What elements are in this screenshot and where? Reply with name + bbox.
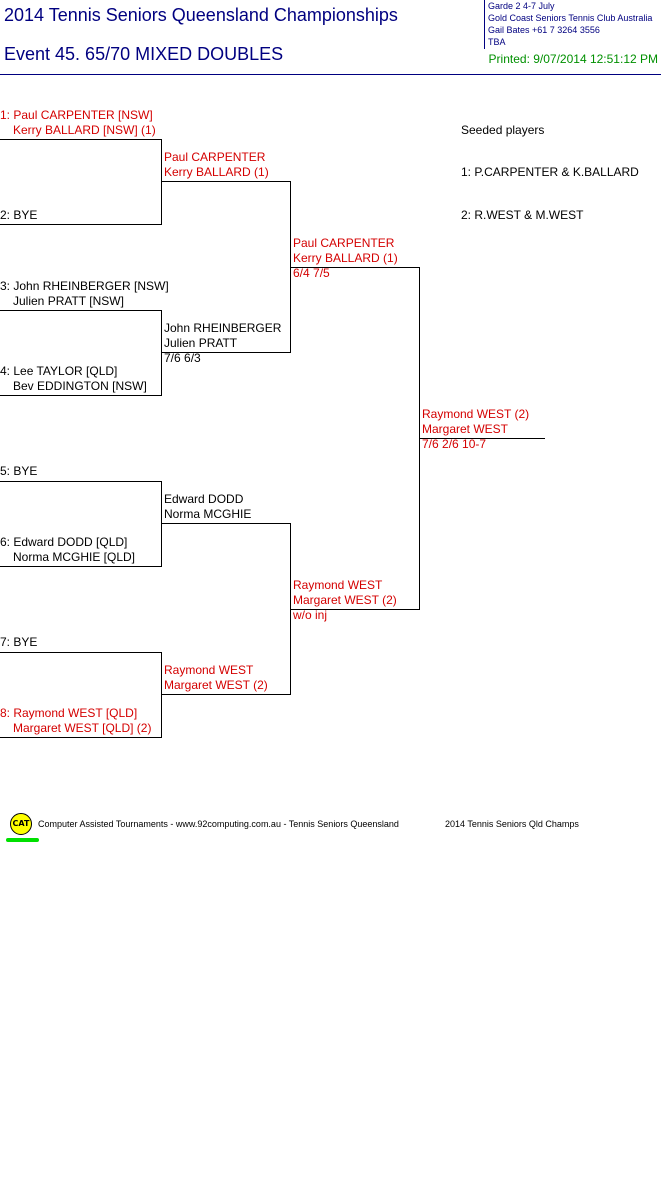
- info-venue: Gold Coast Seniors Tennis Club Australia: [488, 13, 653, 23]
- bracket-line: [291, 609, 420, 610]
- bracket-line: [0, 139, 162, 140]
- entry-player1: 4: Lee TAYLOR [QLD]: [0, 364, 118, 378]
- footer-credit: Computer Assisted Tournaments - www.92co…: [38, 819, 399, 829]
- round2-winner: Raymond WEST Margaret WEST (2): [164, 663, 268, 693]
- bracket-line: [0, 395, 162, 396]
- round2-winner: Paul CARPENTER Kerry BALLARD (1): [164, 150, 269, 180]
- footer-event-name: 2014 Tennis Seniors Qld Champs: [445, 819, 579, 829]
- bracket-line: [0, 566, 162, 567]
- cat-logo-icon: CAT: [10, 813, 32, 835]
- logo-swoosh: [6, 838, 39, 842]
- draw-entry-2: 2: BYE: [0, 208, 37, 223]
- entry-player1: 6: Edward DODD [QLD]: [0, 535, 128, 549]
- entry-player2: Norma MCGHIE: [164, 507, 252, 521]
- printed-timestamp: Printed: 9/07/2014 12:51:12 PM: [488, 52, 658, 66]
- draw-entry-7: 7: BYE: [0, 635, 37, 650]
- bracket-line: [161, 310, 162, 396]
- bracket-line: [162, 181, 291, 182]
- draw-entry-8: 8: Raymond WEST [QLD] Margaret WEST [QLD…: [0, 706, 151, 736]
- bracket-line: [0, 481, 162, 482]
- entry-player1: Raymond WEST: [293, 578, 383, 592]
- event-title: Event 45. 65/70 MIXED DOUBLES: [4, 44, 284, 64]
- bracket-line: [0, 310, 162, 311]
- bracket-line: [161, 481, 162, 567]
- bracket-line: [161, 652, 162, 738]
- entry-player1: Paul CARPENTER: [164, 150, 266, 164]
- entry-player1: 1: Paul CARPENTER [NSW]: [0, 108, 153, 122]
- draw-entry-4: 4: Lee TAYLOR [QLD] Bev EDDINGTON [NSW]: [0, 364, 147, 394]
- entry-player1: 8: Raymond WEST [QLD]: [0, 706, 138, 720]
- seed-entry: 1: P.CARPENTER & K.BALLARD: [461, 165, 639, 179]
- draw-entry-3: 3: John RHEINBERGER [NSW] Julien PRATT […: [0, 279, 169, 309]
- entry-player1: Edward DODD: [164, 492, 244, 506]
- entry-player2: Margaret WEST (2): [293, 593, 397, 607]
- info-divider: [484, 0, 485, 49]
- entry-player2: Margaret WEST [QLD] (2): [13, 721, 152, 735]
- entry-player2: Julien PRATT: [164, 336, 238, 350]
- bracket-line: [419, 267, 420, 610]
- info-tba: TBA: [488, 37, 506, 47]
- entry-player1: 2: BYE: [0, 208, 38, 222]
- entry-player1: Raymond WEST (2): [422, 407, 530, 421]
- entry-player2: Margaret WEST (2): [164, 678, 268, 692]
- entry-player1: Paul CARPENTER: [293, 236, 395, 250]
- bracket-line: [420, 438, 545, 439]
- champion: Raymond WEST (2) Margaret WEST 7/6 2/6 1…: [422, 407, 529, 452]
- match-score: 7/6 6/3: [164, 351, 201, 365]
- bracket-line: [162, 352, 291, 353]
- entry-player2: Margaret WEST: [422, 422, 509, 436]
- round2-winner: John RHEINBERGER Julien PRATT 7/6 6/3: [164, 321, 281, 366]
- semifinal-winner: Raymond WEST Margaret WEST (2) w/o inj: [293, 578, 397, 623]
- entry-player2: Bev EDDINGTON [NSW]: [13, 379, 147, 393]
- seed-entry: 2: R.WEST & M.WEST: [461, 208, 584, 222]
- bracket-line: [0, 737, 162, 738]
- entry-player1: Raymond WEST: [164, 663, 254, 677]
- bracket-line: [0, 224, 162, 225]
- entry-player1: 3: John RHEINBERGER [NSW]: [0, 279, 169, 293]
- entry-player2: Kerry BALLARD (1): [293, 251, 398, 265]
- header-rule: [0, 74, 661, 75]
- entry-player2: Kerry BALLARD (1): [164, 165, 269, 179]
- bracket-line: [291, 267, 420, 268]
- entry-player2: Kerry BALLARD [NSW] (1): [13, 123, 156, 137]
- entry-player2: Norma MCGHIE [QLD]: [13, 550, 136, 564]
- round2-winner: Edward DODD Norma MCGHIE: [164, 492, 251, 522]
- entry-player1: 5: BYE: [0, 464, 38, 478]
- bracket-line: [290, 523, 291, 695]
- tournament-title: 2014 Tennis Seniors Queensland Champions…: [4, 5, 398, 25]
- seeds-heading: Seeded players: [461, 123, 545, 137]
- bracket-line: [162, 694, 291, 695]
- entry-player2: Julien PRATT [NSW]: [13, 294, 124, 308]
- bracket-line: [290, 181, 291, 353]
- draw-entry-6: 6: Edward DODD [QLD] Norma MCGHIE [QLD]: [0, 535, 135, 565]
- match-score: 6/4 7/5: [293, 266, 330, 280]
- semifinal-winner: Paul CARPENTER Kerry BALLARD (1) 6/4 7/5: [293, 236, 398, 281]
- bracket-line: [161, 139, 162, 225]
- info-contact: Gail Bates +61 7 3264 3556: [488, 25, 600, 35]
- draw-entry-5: 5: BYE: [0, 464, 37, 479]
- match-score: w/o inj: [293, 608, 328, 622]
- match-score: 7/6 2/6 10-7: [422, 437, 487, 451]
- entry-player1: John RHEINBERGER: [164, 321, 282, 335]
- entry-player1: 7: BYE: [0, 635, 38, 649]
- bracket-line: [162, 523, 291, 524]
- draw-entry-1: 1: Paul CARPENTER [NSW] Kerry BALLARD [N…: [0, 108, 156, 138]
- bracket-line: [0, 652, 162, 653]
- info-dates: Garde 2 4-7 July: [488, 1, 555, 11]
